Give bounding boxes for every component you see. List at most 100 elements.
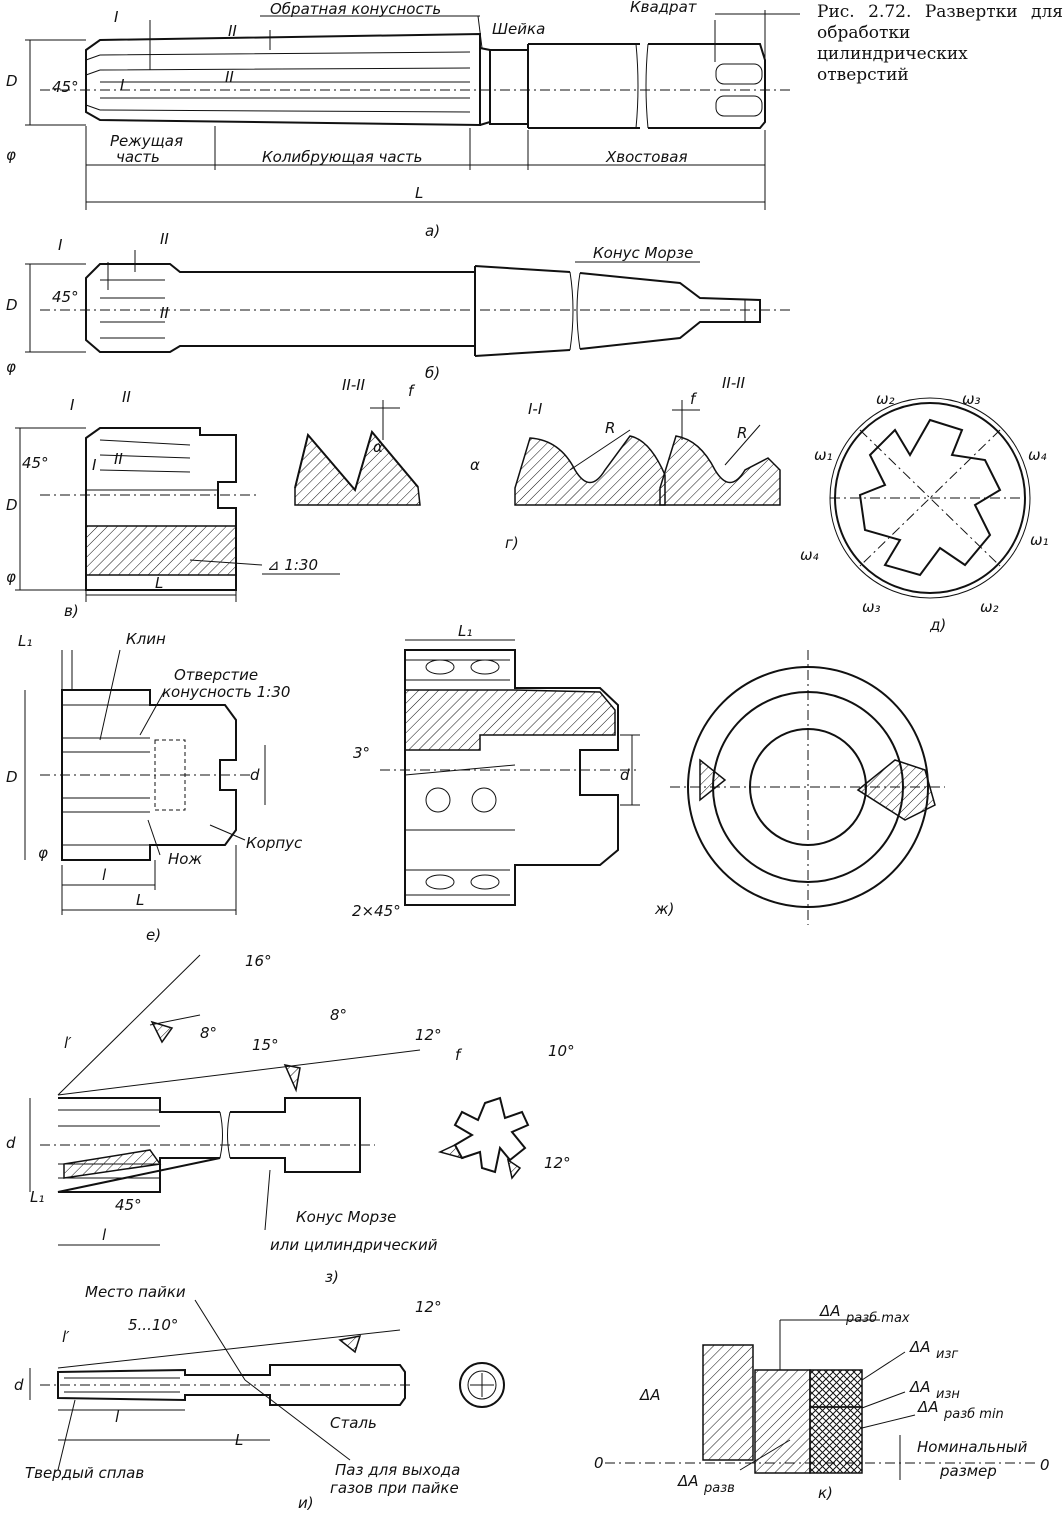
label-morse-taper: Конус Морзе (593, 244, 693, 262)
dim-l-prime: l′ (64, 1034, 72, 1052)
angle-3: 3° (353, 744, 370, 762)
label-calibrating: Колибрующая часть (262, 148, 422, 166)
dim-L: L (235, 1431, 243, 1449)
angle-alpha: α (373, 438, 383, 456)
omega-3-top: ω₃ (962, 390, 981, 408)
label-steel: Сталь (330, 1414, 377, 1432)
sublabel-v: в) (64, 602, 79, 620)
angle-45: 45° (52, 288, 79, 306)
angle-8a: 8° (200, 1024, 217, 1042)
label-dA-max: ΔA (819, 1302, 841, 1320)
section-I-inner: I (92, 456, 97, 474)
angle-phi: φ (38, 844, 48, 862)
dim-L: L (155, 574, 163, 592)
angle-phi: φ (6, 358, 16, 376)
label-dA-min: ΔA (917, 1398, 939, 1416)
dim-f: f (408, 382, 416, 400)
sublabel-zh: ж) (654, 900, 674, 918)
dim-D: D (6, 296, 18, 314)
view-z-reamer: 16° 8° 8° 15° 12° 10° 12° 45° f l′ d L₁ … (6, 952, 575, 1286)
view-v-shell-reamer: ⊿ 1:30 L D φ 45° I II I II в) (6, 388, 340, 620)
dim-D: D (6, 768, 18, 786)
label-zero-right: 0 (1040, 1456, 1050, 1474)
section-label-I-I: I-I (528, 400, 543, 418)
label-chamfer: 2×45° (352, 902, 401, 920)
sublabel-z: з) (325, 1268, 339, 1286)
label-hole: Отверстие (174, 666, 258, 684)
label-slot: Паз для выхода (335, 1461, 460, 1479)
view-i-carbide-reamer: Место пайки 5...10° 12° l′ d l L Сталь Т… (14, 1283, 505, 1512)
angle-phi: φ (6, 146, 16, 164)
sublabel-k: к) (818, 1484, 833, 1502)
sublabel-g: г) (505, 534, 519, 552)
label-solder-place: Место пайки (85, 1283, 186, 1301)
dim-L1: L₁ (30, 1188, 44, 1206)
dim-l-prime: l′ (62, 1328, 70, 1346)
angle-8b: 8° (330, 1006, 347, 1024)
dim-l: l (102, 866, 107, 884)
label-slot-gases: газов при пайке (330, 1479, 459, 1497)
dim-R: R (605, 419, 615, 437)
dim-l: l (115, 1408, 120, 1426)
label-neck: Шейка (492, 20, 545, 38)
label-dA-razv-sub: разв (703, 1481, 735, 1496)
section-II-inner: II (114, 450, 123, 468)
dim-D: D (6, 72, 18, 90)
section-II: II (228, 22, 237, 40)
dim-d: d (250, 766, 260, 784)
label-part: часть (116, 148, 160, 166)
section-I: I (58, 236, 63, 254)
section-I: I (70, 396, 75, 414)
section-II-inner: II (160, 304, 169, 322)
omega-1-right: ω₁ (1030, 531, 1049, 549)
label-shank: Хвостовая (605, 148, 688, 166)
label-square: Квадрат (630, 0, 698, 16)
dim-f: f (455, 1046, 463, 1064)
omega-2-bottom: ω₂ (980, 598, 999, 616)
dim-L: L (136, 891, 144, 909)
view-b-reamer: Конус Морзе D φ 45° I II II б) (6, 230, 790, 382)
sublabel-a: а) (425, 222, 440, 240)
label-morse: Конус Морзе (296, 1208, 396, 1226)
omega-4-left: ω₄ (800, 546, 819, 564)
view-zh-adjustable-reamer: L₁ 3° 2×45° d ж) (352, 622, 945, 925)
section-I-inner: I (120, 76, 125, 94)
figure-caption: Рис. 2.72. Развертки для обработки цилин… (817, 2, 1063, 85)
omega-1-left: ω₁ (814, 446, 833, 464)
dim-L1: L₁ (458, 622, 472, 640)
sublabel-d: д) (929, 616, 946, 634)
label-cutting: Режущая (110, 132, 183, 150)
sublabel-i: и) (298, 1494, 314, 1512)
view-e-insert-reamer: Клин Отверстие конусность 1:30 Нож Корпу… (6, 630, 303, 944)
label-dA-razv: ΔA (677, 1472, 699, 1490)
label-wedge: Клин (126, 630, 166, 648)
angle-12b: 12° (544, 1154, 571, 1172)
angle-45: 45° (115, 1196, 142, 1214)
view-d-tooth-spacing: ω₂ ω₃ ω₁ ω₄ ω₄ ω₁ ω₃ ω₂ д) (800, 390, 1049, 634)
section-II: II (122, 388, 131, 406)
omega-4-right: ω₄ (1028, 446, 1047, 464)
section-label-II-II: II-II (342, 376, 366, 394)
label-hard-alloy: Твердый сплав (25, 1464, 144, 1482)
section-label-II-II-2: II-II (722, 374, 746, 392)
view-g-tooth-sections: II-II I-I II-II f f α α R R г) (294, 374, 781, 552)
label-knife: Нож (168, 850, 202, 868)
dim-R-2: R (737, 424, 747, 442)
dim-L: L (415, 184, 423, 202)
angle-45: 45° (52, 78, 79, 96)
angle-alpha-2: α (470, 456, 480, 474)
angle-12a: 12° (415, 1026, 442, 1044)
dim-d: d (14, 1376, 24, 1394)
label-dA-izg: ΔA (909, 1338, 931, 1356)
angle-15: 15° (252, 1036, 279, 1054)
label-nominal: Номинальный (917, 1438, 1028, 1456)
label-dA-izn-sub: изн (936, 1387, 960, 1402)
dim-D: D (6, 496, 18, 514)
sublabel-e: е) (146, 926, 161, 944)
label-back-taper: Обратная конусность (270, 0, 441, 18)
dim-d: d (6, 1134, 16, 1152)
label-dA-max-sub: разб max (845, 1311, 910, 1326)
label-or-cylindrical: или цилиндрический (270, 1236, 438, 1254)
angle-16: 16° (245, 952, 272, 970)
view-k-tolerance-diagram: ΔA ΔA разб max ΔA изг ΔA изн ΔA разб min… (594, 1302, 1050, 1502)
